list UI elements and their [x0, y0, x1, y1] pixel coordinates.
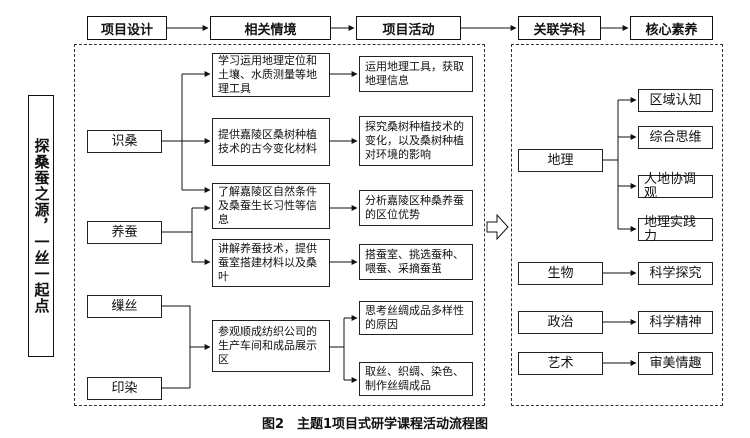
subject-politics: 政治	[518, 311, 603, 334]
design-item-yinran: 印染	[87, 377, 162, 400]
activity-box-1: 运用地理工具，获取地理信息	[359, 56, 473, 92]
design-item-shisang: 识桑	[87, 130, 162, 153]
context-box-4: 讲解养蚕技术，提供蚕室搭建材料以及桑叶	[212, 239, 330, 287]
connector-geography	[603, 100, 619, 229]
literacy-science-inquiry: 科学探究	[638, 262, 713, 285]
activity-box-4: 搭蚕室、挑选蚕种、喂蚕、采摘蚕茧	[359, 244, 473, 280]
connector-saosi-yinran	[162, 305, 191, 389]
design-item-yangcan: 养蚕	[87, 221, 162, 244]
literacy-integrated-thinking: 综合思维	[638, 126, 713, 149]
context-box-2: 提供嘉陵区桑树种植技术的古今变化材料	[212, 118, 330, 166]
header-subject: 关联学科	[518, 16, 601, 40]
connector-ctx5	[330, 318, 345, 380]
header-literacy: 核心素养	[630, 16, 713, 40]
context-box-5: 参观顺成纺织公司的生产车间和成品展示区	[212, 320, 330, 372]
connector-shisang	[162, 74, 183, 190]
context-box-3: 了解嘉陵区自然条件及桑蚕生长习性等信息	[212, 183, 330, 229]
subject-region	[511, 44, 723, 406]
design-item-saosi: 缫丝	[87, 295, 162, 318]
subject-art: 艺术	[518, 352, 603, 375]
header-activity: 项目活动	[356, 16, 461, 40]
literacy-human-land: 人地协调观	[638, 172, 713, 200]
activity-box-5: 思考丝绸成品多样性的原因	[359, 301, 473, 335]
literacy-regional-cognition: 区域认知	[638, 89, 713, 112]
subject-biology: 生物	[518, 262, 603, 285]
theme-box: 探桑蚕之源，一丝一起点	[28, 95, 54, 357]
literacy-geo-practice: 地理实践力	[638, 215, 713, 243]
hollow-arrow	[486, 213, 509, 241]
project-region	[74, 44, 485, 406]
activity-box-3: 分析嘉陵区种桑养蚕的区位优势	[359, 190, 473, 226]
activity-box-2: 探究桑树种植技术的变化，以及桑树种植对环境的影响	[359, 116, 473, 166]
header-design: 项目设计	[87, 16, 167, 40]
context-box-1: 学习运用地理定位和土壤、水质测量等地理工具	[212, 53, 330, 97]
header-context: 相关情境	[210, 16, 331, 40]
subject-geography: 地理	[518, 149, 603, 172]
figure-caption: 图2 主题1项目式研学课程活动流程图	[261, 417, 489, 432]
literacy-aesthetic: 审美情趣	[638, 352, 713, 375]
literacy-science-spirit: 科学精神	[638, 311, 713, 334]
activity-box-6: 取丝、织绸、染色、制作丝绸成品	[359, 362, 473, 396]
connector-yangcan	[162, 208, 193, 262]
